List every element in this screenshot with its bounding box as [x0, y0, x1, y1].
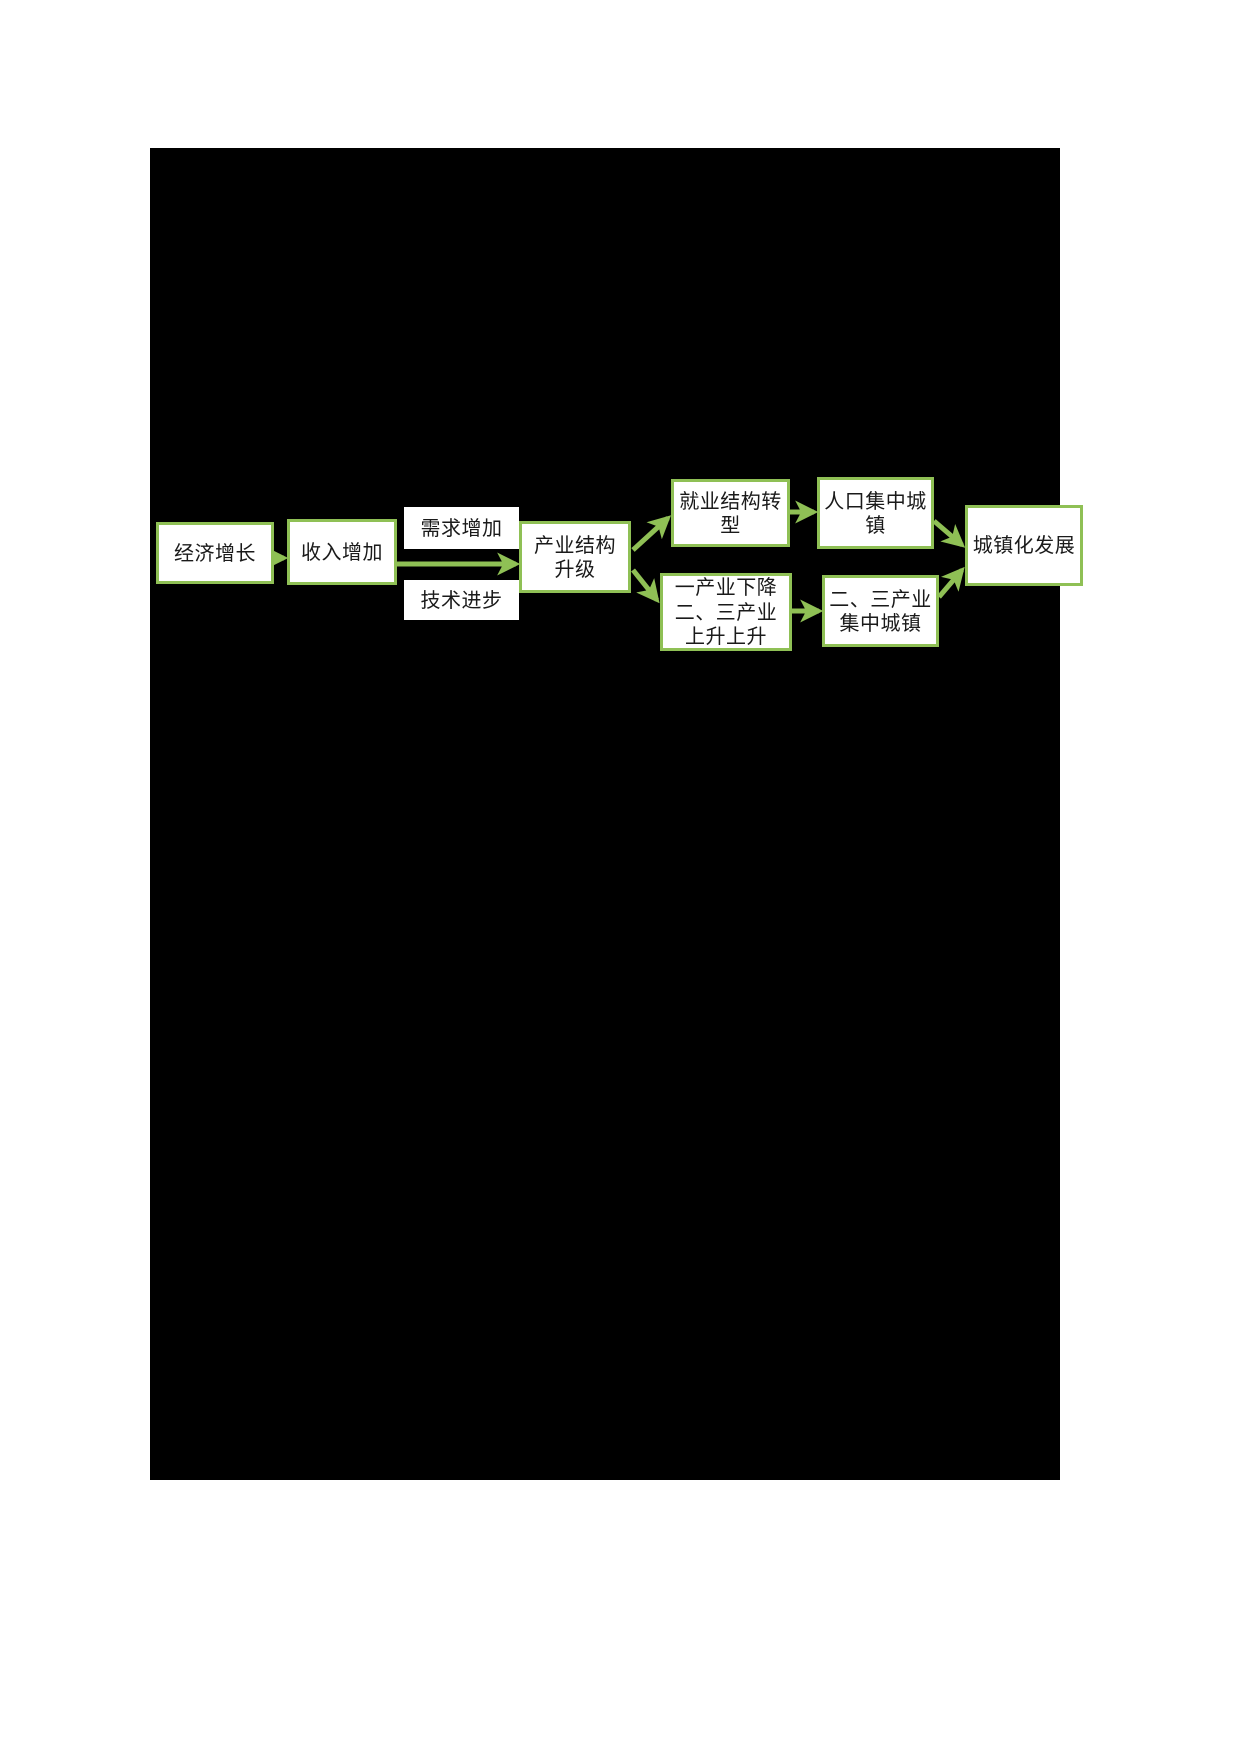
- edge-label-text: 需求增加: [420, 516, 503, 540]
- node-urbanization-development[interactable]: 城镇化发展: [965, 505, 1083, 586]
- diagram-canvas: [150, 148, 1060, 1480]
- node-economic-growth[interactable]: 经济增长: [156, 522, 274, 584]
- node-industry-upgrade[interactable]: 产业结构升级: [519, 521, 631, 593]
- node-employment-structure-transition[interactable]: 就业结构转型: [671, 479, 790, 547]
- node-label: 人口集中城镇: [824, 488, 927, 537]
- node-label: 一产业下降二、三产业上升上升: [674, 575, 778, 649]
- node-label: 就业结构转型: [679, 488, 782, 537]
- node-secondary-tertiary-concentration[interactable]: 二、三产业集中城镇: [822, 575, 939, 647]
- edge-label-tech-progress: 技术进步: [404, 580, 519, 620]
- edge-label-demand-increase: 需求增加: [404, 507, 519, 549]
- node-label: 产业结构升级: [534, 532, 616, 581]
- node-label: 二、三产业集中城镇: [829, 586, 932, 635]
- node-income-increase[interactable]: 收入增加: [287, 519, 397, 585]
- node-label: 收入增加: [301, 539, 383, 564]
- node-primary-industry-decline[interactable]: 一产业下降二、三产业上升上升: [660, 573, 792, 651]
- edge-label-text: 技术进步: [420, 588, 503, 612]
- node-label: 城镇化发展: [972, 533, 1076, 558]
- node-label: 经济增长: [174, 540, 256, 565]
- node-population-concentration[interactable]: 人口集中城镇: [817, 477, 934, 549]
